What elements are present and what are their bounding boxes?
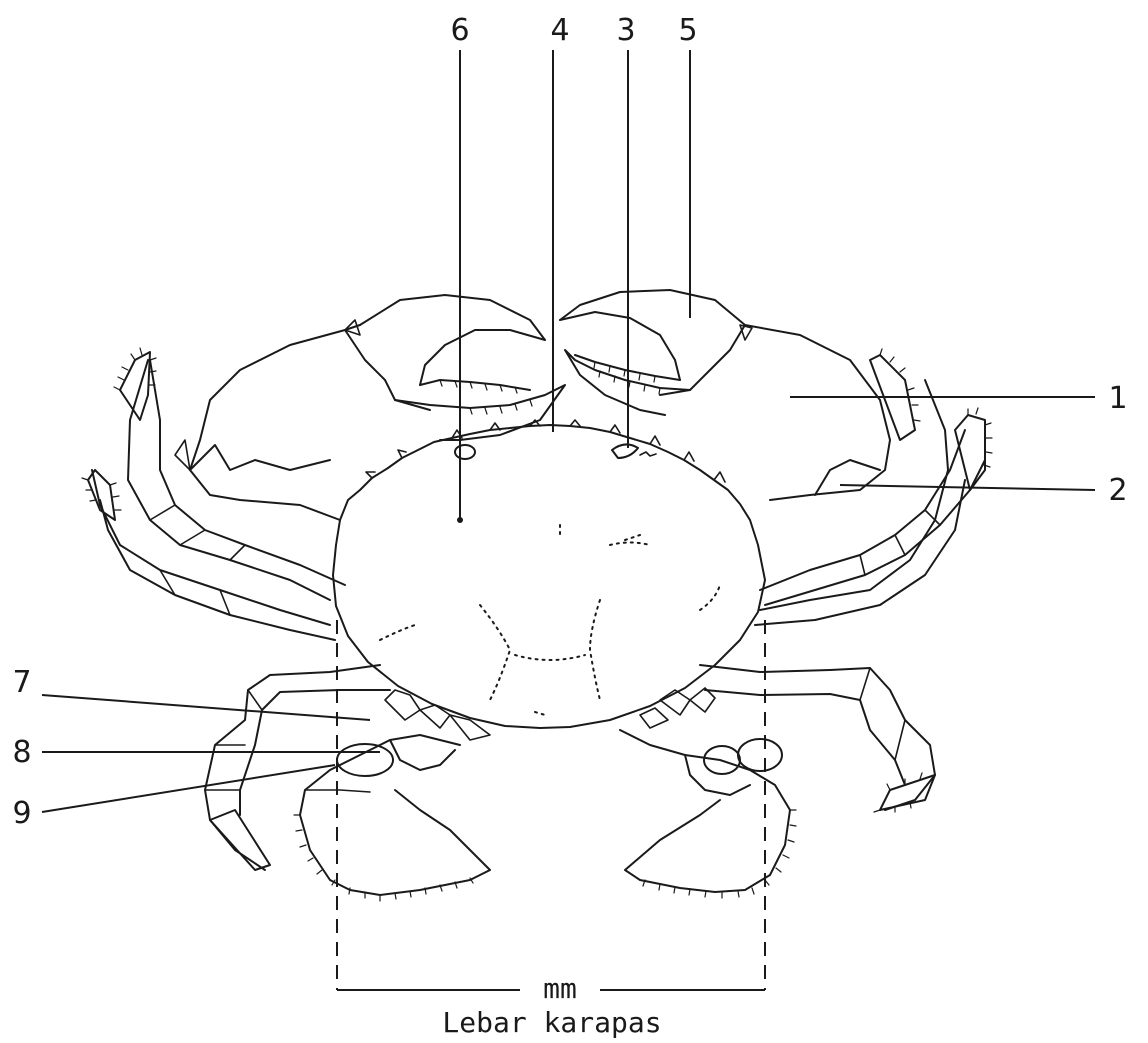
left-walking-legs xyxy=(92,360,390,870)
label-7: 7 xyxy=(12,665,31,700)
label-9: 9 xyxy=(12,796,31,831)
label-6: 6 xyxy=(450,13,469,48)
carapace-width-measure: mm Lebar karapas xyxy=(337,620,765,1039)
leader-lines xyxy=(42,50,1095,812)
carapace xyxy=(333,420,765,728)
leader-line-7 xyxy=(42,695,370,720)
number-labels: 6 4 3 5 1 2 7 8 9 xyxy=(12,13,1127,831)
label-4: 4 xyxy=(550,13,569,48)
label-5: 5 xyxy=(678,13,697,48)
left-swimming-leg xyxy=(294,735,490,901)
label-8: 8 xyxy=(12,735,31,770)
right-swimming-leg xyxy=(620,730,796,898)
label-3: 3 xyxy=(616,13,635,48)
left-cheliped xyxy=(175,295,565,520)
leg-bases xyxy=(385,688,715,740)
right-cheliped xyxy=(560,290,890,500)
caption-label: Lebar karapas xyxy=(442,1006,661,1039)
left-eye xyxy=(455,445,475,459)
leader-line-9 xyxy=(42,765,335,812)
label-1: 1 xyxy=(1108,381,1127,416)
label-2: 2 xyxy=(1108,473,1127,508)
leader-line-2 xyxy=(840,485,1095,490)
unit-label: mm xyxy=(543,972,577,1005)
right-eye xyxy=(612,444,638,458)
